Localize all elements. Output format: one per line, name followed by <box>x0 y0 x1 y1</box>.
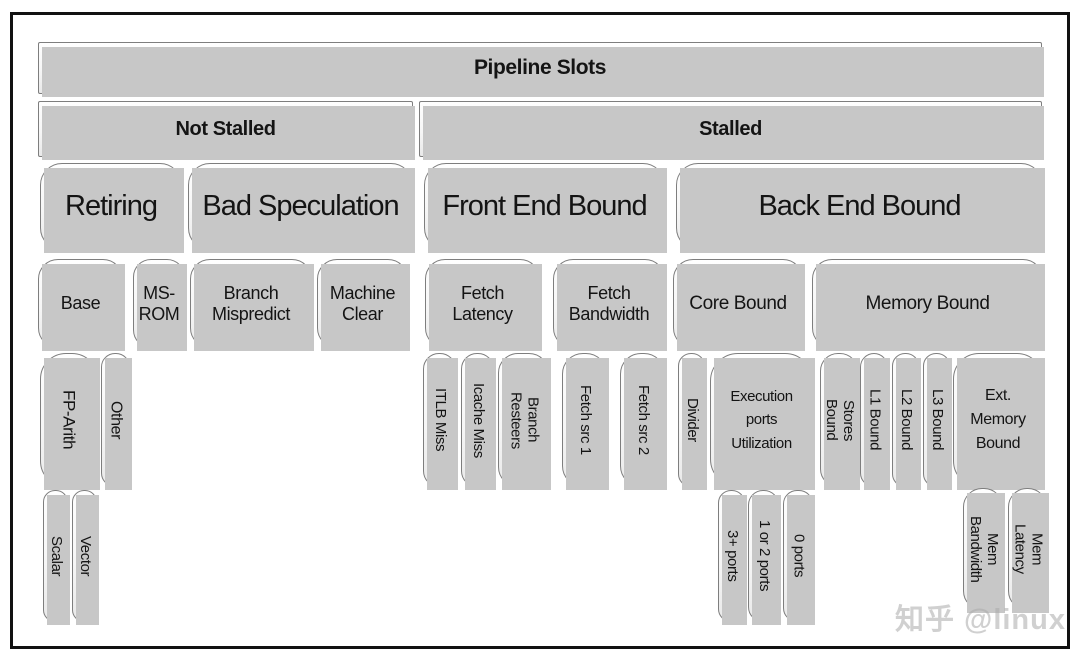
node-scalar: Scalar <box>43 490 70 625</box>
node-l2-bound: L2 Bound <box>892 353 921 490</box>
node-execution-ports-utilization: Execution ports Utilization <box>710 353 815 490</box>
node-fp-arith: FP-Arith <box>40 353 100 490</box>
node-itlb-miss: ITLB Miss <box>423 353 458 490</box>
node-base: Base <box>38 259 125 351</box>
node-l3-bound: L3 Bound <box>923 353 952 490</box>
node-l1-bound: L1 Bound <box>860 353 890 490</box>
node-bad-speculation: Bad Speculation <box>188 163 415 253</box>
node-front-end-bound: Front End Bound <box>424 163 667 253</box>
node-fetch-bandwidth: Fetch Bandwidth <box>553 259 667 351</box>
node-3plus-ports: 3+ ports <box>718 490 747 625</box>
node-ext-memory-bound: Ext. Memory Bound <box>953 353 1045 490</box>
node-fetch-src-1: Fetch src 1 <box>562 353 609 490</box>
node-branch-mispredict: Branch Mispredict <box>190 259 314 351</box>
node-mem-latency: Mem Latency <box>1008 488 1049 613</box>
node-icache-miss: Icache Miss <box>461 353 496 490</box>
node-ms-rom: MS- ROM <box>133 259 187 351</box>
node-not-stalled: Not Stalled <box>38 101 415 160</box>
node-retiring: Retiring <box>40 163 184 253</box>
zhihu-watermark: 知乎 @linux <box>894 604 1066 636</box>
node-1-or-2-ports: 1 or 2 ports <box>748 490 781 625</box>
node-0-ports: 0 ports <box>783 490 815 625</box>
node-machine-clear: Machine Clear <box>317 259 410 351</box>
node-stalled: Stalled <box>419 101 1044 160</box>
node-fetch-src-2: Fetch src 2 <box>620 353 667 490</box>
node-branch-resteers: Branch Resteers <box>498 353 551 490</box>
node-fetch-latency: Fetch Latency <box>425 259 542 351</box>
node-stores-bound: Stores Bound <box>820 353 860 490</box>
node-memory-bound: Memory Bound <box>812 259 1045 351</box>
node-mem-bandwidth: Mem Bandwidth <box>963 488 1005 613</box>
node-other: Other <box>101 353 132 490</box>
node-divider: Divider <box>678 353 707 490</box>
node-core-bound: Core Bound <box>673 259 805 351</box>
node-back-end-bound: Back End Bound <box>676 163 1045 253</box>
node-vector: Vector <box>72 490 99 625</box>
node-pipeline-slots: Pipeline Slots <box>38 42 1044 97</box>
